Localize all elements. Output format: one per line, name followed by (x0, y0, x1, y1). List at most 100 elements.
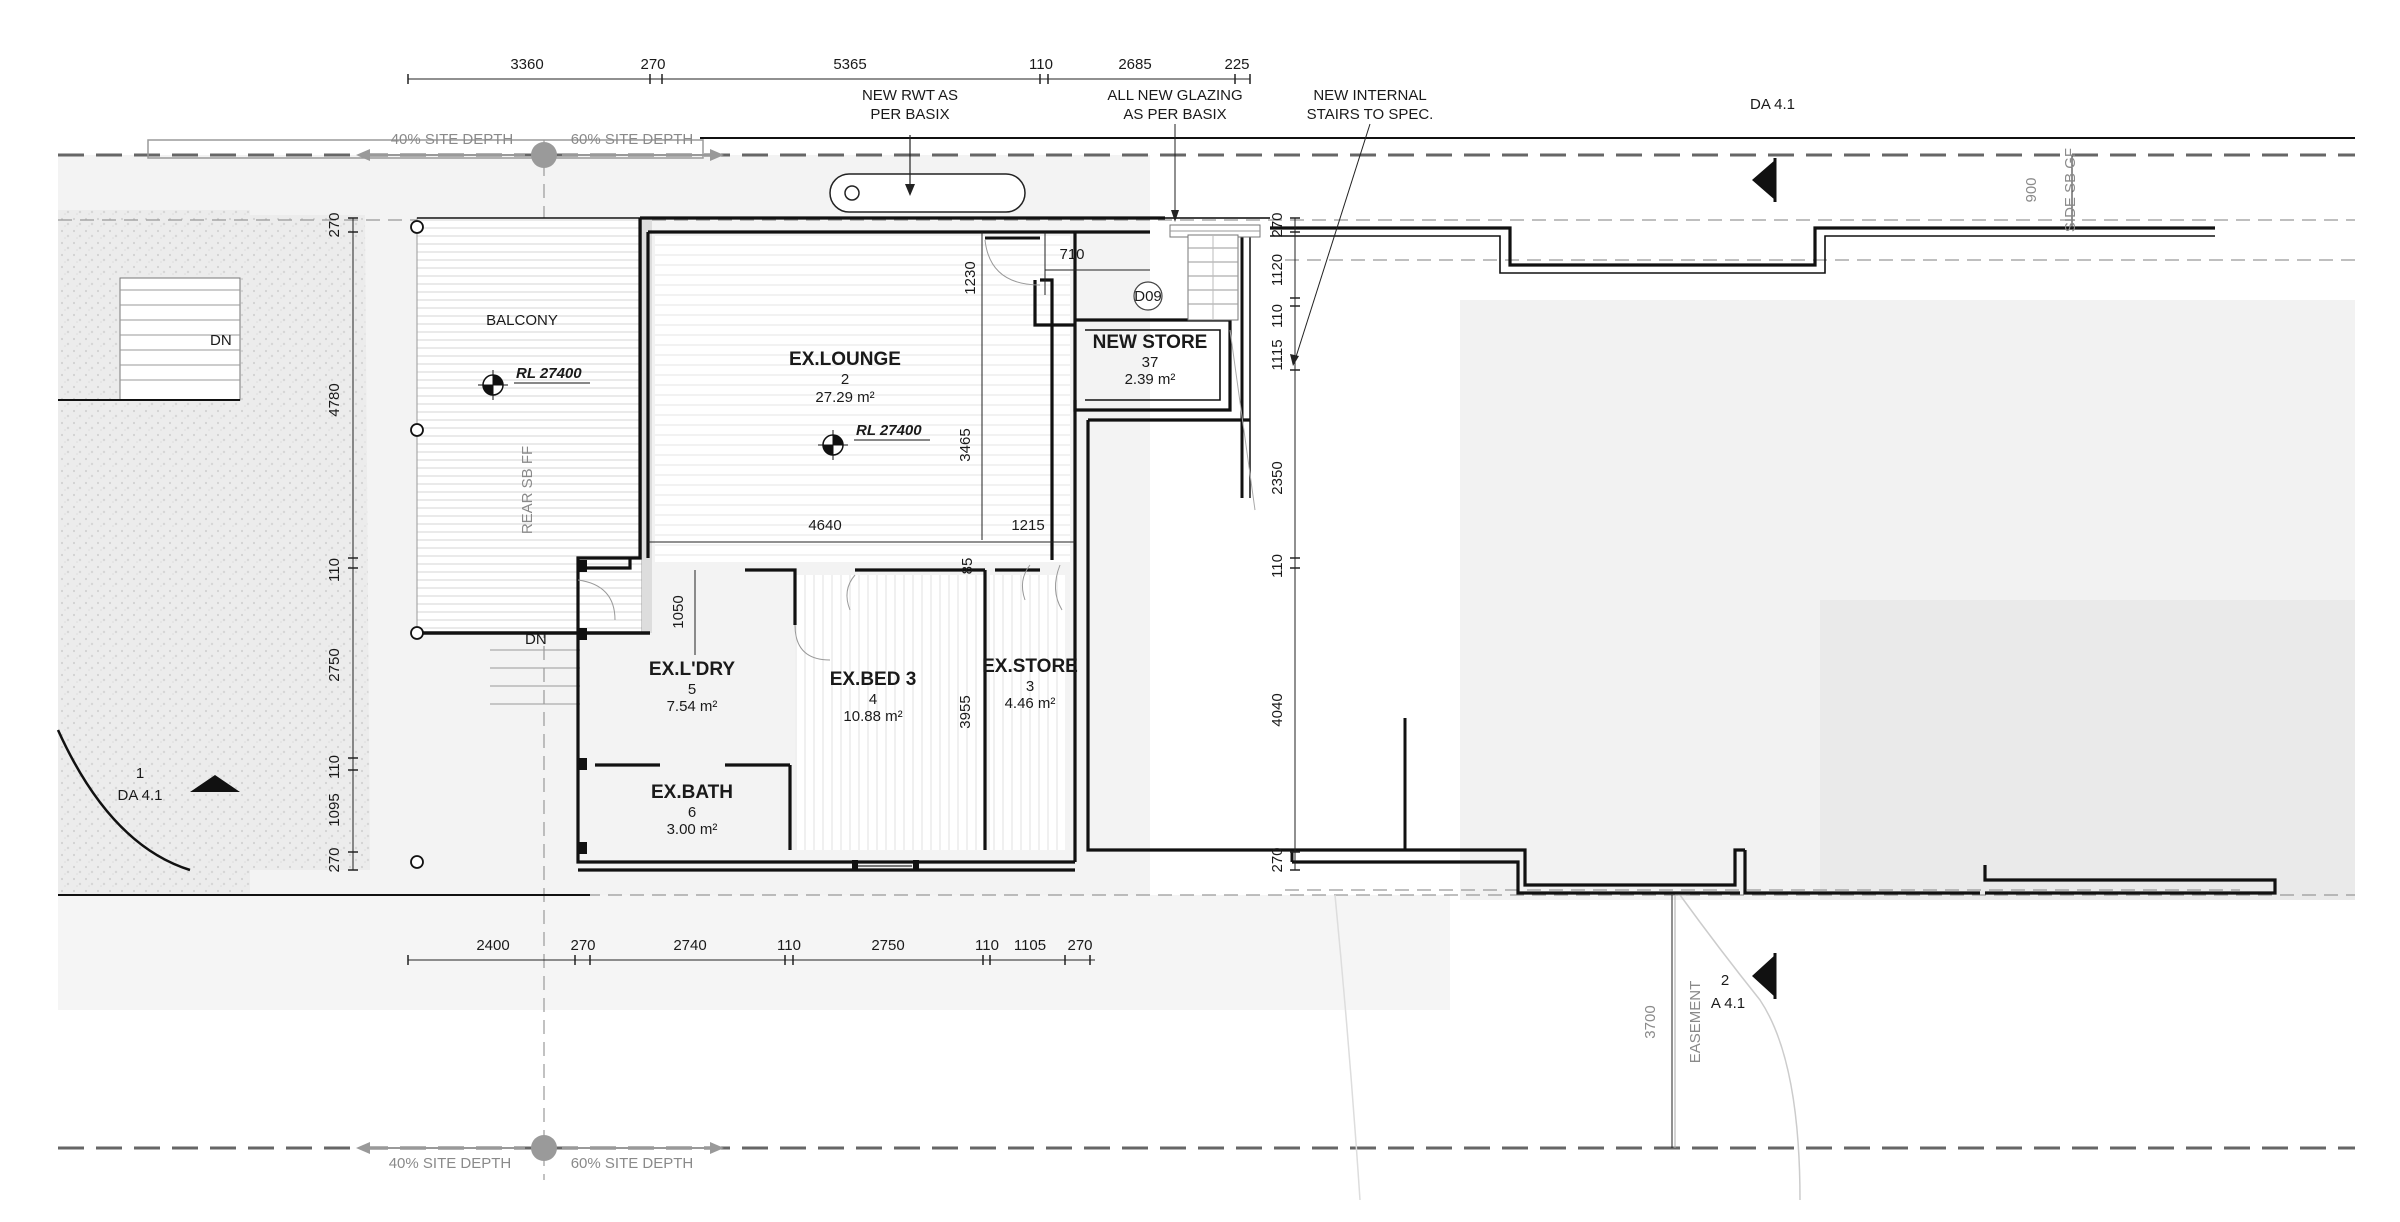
room-laundry-area: 7.54 m² (667, 698, 718, 715)
site-depth-40-top: 40% SITE DEPTH (391, 131, 514, 148)
room-bed-3-number: 4 (869, 691, 877, 708)
room-laundry-number: 5 (688, 681, 696, 698)
site-depth-40-bottom: 40% SITE DEPTH (389, 1155, 512, 1172)
room-bed-3-name: EX.BED 3 (830, 669, 917, 690)
dim-bottom-3: 2740 (673, 937, 706, 954)
new-internal-stairs: D09 (1133, 234, 1256, 511)
note-rwt-2: PER BASIX (870, 106, 949, 123)
dim-bottom-4: 110 (777, 937, 801, 954)
annotations: NEW RWT AS PER BASIX ALL NEW GLAZING AS … (862, 87, 1433, 366)
dim-left-3: 110 (326, 558, 343, 582)
dim-bottom-6: 110 (975, 937, 999, 954)
room-new-store-name: NEW STORE (1093, 332, 1208, 353)
rear-setback-label: REAR SB FF (519, 446, 536, 534)
balcony-post-2 (410, 423, 424, 437)
section-markers: DA 4.1 1 DA 4.1 2 A 4.1 (117, 96, 1795, 1012)
dim-left-4: 2750 (326, 648, 343, 681)
site-depth-60-top: 60% SITE DEPTH (571, 131, 694, 148)
dim-900: 900 (2023, 177, 2040, 202)
dim-top-1: 3360 (510, 56, 543, 73)
room-lounge-name: EX.LOUNGE (789, 349, 901, 370)
level-markers: RL 27400 RL 27400 (478, 365, 930, 460)
dim-bottom-5: 2750 (871, 937, 904, 954)
note-stairs-1: NEW INTERNAL (1313, 87, 1426, 104)
room-bath-area: 3.00 m² (667, 821, 718, 838)
easement-label: EASEMENT (1687, 981, 1704, 1064)
room-bath-number: 6 (688, 804, 696, 821)
dim-top-5: 2685 (1118, 56, 1151, 73)
dim-left-1: 270 (326, 212, 343, 237)
dim-left-2: 4780 (326, 383, 343, 416)
dimensions-interior: 710 1230 3465 4640 1215 85 1050 3955 370… (648, 155, 2073, 1148)
balcony-post-3 (410, 626, 424, 640)
dim-bottom-7: 1105 (1014, 937, 1046, 954)
section-bottom-arrow (1752, 955, 1775, 997)
balcony-rl: RL 27400 (516, 365, 582, 382)
dim-right-4: 1115 (1269, 339, 1286, 370)
section-left-arrow (190, 775, 240, 792)
room-balcony: BALCONY (486, 312, 558, 329)
note-glazing-2: AS PER BASIX (1123, 106, 1226, 123)
dim-bottom-1: 2400 (476, 937, 509, 954)
dim-top-4: 110 (1029, 56, 1053, 73)
balcony-post-1 (410, 220, 424, 234)
dim-85: 85 (959, 558, 976, 575)
room-bed-3: EX.BED 3 4 10.88 m² (830, 669, 917, 725)
section-left-number: 1 (136, 765, 144, 782)
side-setback-label: SIDE SB GF (2062, 148, 2079, 232)
note-glazing-1: ALL NEW GLAZING (1107, 87, 1242, 104)
dim-710: 710 (1059, 246, 1084, 263)
door-tag: D09 (1134, 288, 1162, 305)
dim-left-7: 270 (326, 847, 343, 872)
note-stairs-2: STAIRS TO SPEC. (1307, 106, 1434, 123)
dimensions-right: 270 1120 110 1115 2350 110 4040 270 (1269, 212, 1300, 873)
dim-left-5: 110 (326, 755, 343, 779)
dim-3700: 3700 (1642, 1005, 1659, 1038)
balcony-post-4 (410, 855, 424, 869)
dn-lower-label: DN (525, 631, 547, 648)
room-lounge: EX.LOUNGE 2 27.29 m² (789, 349, 901, 406)
room-ex-store: EX.STORE 3 4.46 m² (982, 656, 1078, 712)
dim-3465: 3465 (957, 428, 974, 461)
room-bath: EX.BATH 6 3.00 m² (651, 782, 733, 838)
dim-right-3: 110 (1269, 304, 1286, 328)
room-ex-store-area: 4.46 m² (1005, 695, 1056, 712)
section-top-arrow (1752, 160, 1775, 200)
dn-upper-label: DN (210, 332, 232, 349)
context-lines (1334, 894, 1801, 1201)
dim-1050: 1050 (670, 595, 687, 628)
floor-finishes (655, 232, 1070, 850)
room-lounge-area: 27.29 m² (815, 389, 874, 406)
stair-left: DN (56, 277, 590, 896)
dimensions-left: 270 4780 110 2750 110 1095 270 (326, 212, 358, 873)
dimensions-top: 3360 270 5365 110 2685 225 (407, 56, 1251, 84)
dim-right-6: 110 (1269, 554, 1286, 578)
dim-right-1: 270 (1269, 212, 1286, 237)
room-new-store: NEW STORE 37 2.39 m² (1093, 332, 1208, 388)
dim-top-6: 225 (1224, 56, 1249, 73)
balcony-level-marker: RL 27400 (478, 365, 590, 400)
room-bed-3-area: 10.88 m² (843, 708, 902, 725)
section-left-ref: DA 4.1 (117, 787, 162, 804)
lounge-rl: RL 27400 (856, 422, 922, 439)
room-ex-store-number: 3 (1026, 678, 1034, 695)
room-laundry-name: EX.L'DRY (649, 659, 735, 680)
dim-1215: 1215 (1011, 517, 1044, 534)
section-top-ref: DA 4.1 (1750, 96, 1795, 113)
dim-right-2: 1120 (1269, 254, 1286, 286)
room-lounge-number: 2 (841, 371, 849, 388)
dim-bottom-8: 270 (1067, 937, 1092, 954)
dim-3955: 3955 (957, 695, 974, 728)
rainwater-tank (829, 135, 1026, 213)
setback-labels: REAR SB FF SIDE SB GF EASEMENT (519, 148, 2079, 1063)
dim-left-6: 1095 (326, 793, 343, 826)
dim-right-7: 4040 (1269, 693, 1286, 726)
doors-windows (577, 217, 1270, 867)
dim-bottom-2: 270 (570, 937, 595, 954)
dim-right-5: 2350 (1269, 461, 1286, 494)
room-laundry: EX.L'DRY 5 7.54 m² (649, 659, 735, 715)
dimensions-bottom: 2400 270 2740 110 2750 110 1105 270 (407, 937, 1095, 965)
dim-right-8: 270 (1269, 847, 1286, 872)
dim-top-3: 5365 (833, 56, 866, 73)
